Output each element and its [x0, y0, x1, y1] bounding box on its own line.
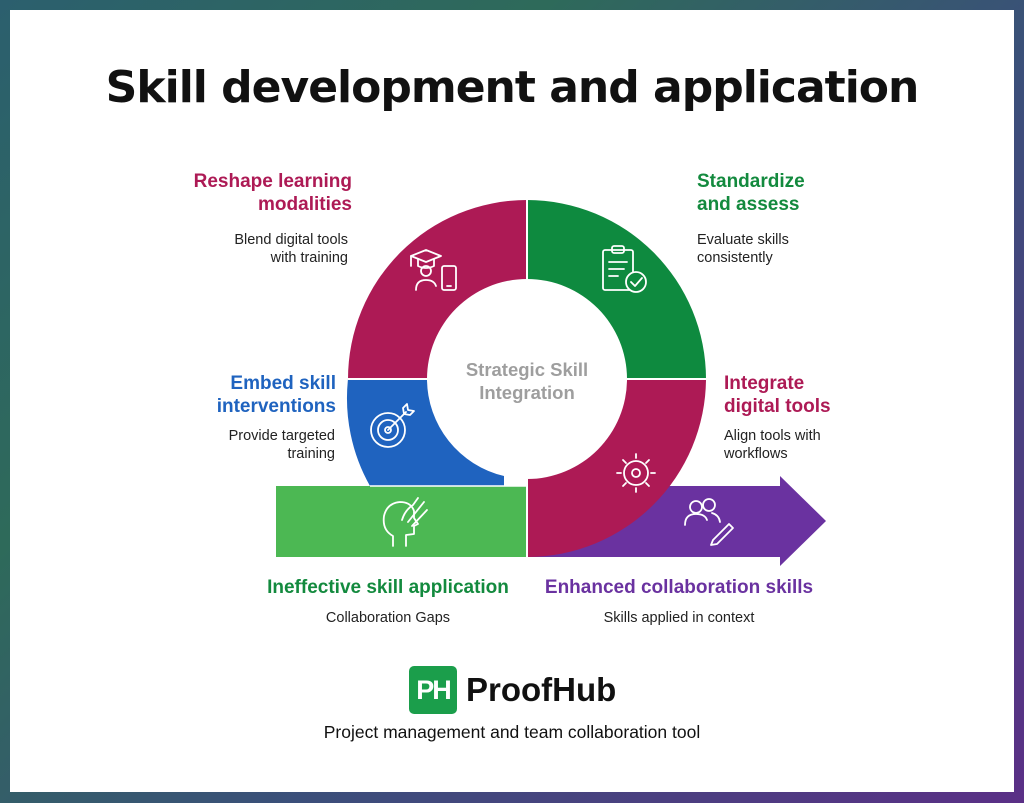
- reshape-desc-line1: Blend digital tools: [234, 232, 348, 248]
- enhanced-desc: Skills applied in context: [603, 610, 755, 626]
- segment-embed: [346, 379, 504, 486]
- integrate-label-line1: Integrate: [724, 373, 805, 394]
- standardize-label: Standardize and assess: [697, 170, 897, 216]
- integrate-label: Integrate digital tools: [724, 372, 924, 418]
- embed-desc: Provide targeted training: [150, 427, 335, 463]
- embed-desc-line1: Provide targeted: [228, 428, 335, 444]
- reshape-label: Reshape learning modalities: [150, 170, 352, 216]
- head-hand-icon: [382, 497, 428, 547]
- embed-label: Embed skill interventions: [150, 372, 336, 418]
- integrate-label-line2: digital tools: [724, 396, 831, 417]
- proofhub-logo: PH: [409, 666, 457, 714]
- reshape-label-line2: modalities: [258, 194, 352, 215]
- reshape-label-line1: Reshape learning: [193, 171, 352, 192]
- brand-tagline: Project management and team collaboratio…: [323, 722, 701, 742]
- embed-desc-line2: training: [287, 446, 335, 462]
- standardize-label-line1: Standardize: [697, 171, 805, 192]
- center-label-line2: Integration: [479, 382, 575, 403]
- ineffective-label: Ineffective skill application: [267, 577, 509, 598]
- center-label: Strategic Skill Integration: [440, 358, 614, 404]
- infographic-card: [10, 10, 1014, 792]
- clipboard-check-icon: [602, 245, 647, 293]
- segment-reshape: [348, 200, 527, 379]
- ineffective-desc: Collaboration Gaps: [325, 610, 451, 626]
- segment-ineffective: [276, 486, 527, 557]
- standardize-label-line2: and assess: [697, 194, 800, 215]
- standardize-desc-line2: consistently: [697, 250, 773, 266]
- page-title: Skill development and application: [105, 62, 920, 113]
- integrate-desc-line1: Align tools with: [724, 428, 821, 444]
- people-edit-icon: [684, 498, 734, 546]
- standardize-desc: Evaluate skills consistently: [697, 231, 897, 267]
- gear-icon: [616, 453, 656, 493]
- brand-name: ProofHub: [466, 671, 617, 708]
- reshape-desc-line2: with training: [270, 250, 348, 266]
- standardize-desc-line1: Evaluate skills: [697, 232, 789, 248]
- embed-label-line1: Embed skill: [230, 373, 336, 394]
- graduate-device-icon: [410, 249, 457, 291]
- integrate-desc-line2: workflows: [724, 446, 788, 462]
- embed-label-line2: interventions: [216, 396, 336, 417]
- center-label-line1: Strategic Skill: [465, 359, 589, 380]
- enhanced-label: Enhanced collaboration skills: [544, 577, 814, 598]
- target-arrow-icon: [370, 403, 415, 448]
- integrate-desc: Align tools with workflows: [724, 427, 924, 463]
- reshape-desc: Blend digital tools with training: [160, 231, 348, 267]
- segment-integrate: [527, 379, 706, 557]
